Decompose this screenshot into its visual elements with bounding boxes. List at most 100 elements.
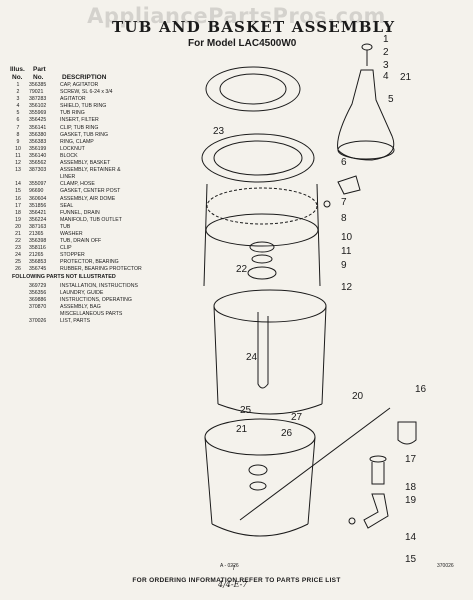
description: CAP, AGITATOR — [60, 82, 99, 88]
part-no: 355097 — [29, 181, 47, 188]
parts-row: LINER — [7, 174, 192, 181]
part-no: 356853 — [29, 259, 47, 266]
header-illus-no-label: No. — [12, 74, 23, 81]
callout-21: 21 — [400, 72, 412, 83]
drawing-code: A - 0226 — [220, 563, 239, 569]
corner-code: 370026 — [437, 563, 454, 569]
callout-17: 17 — [405, 454, 417, 465]
illus-no: 24 — [15, 252, 21, 259]
callout-16: 16 — [415, 384, 427, 395]
callout-24: 24 — [246, 352, 258, 363]
part-no: 387283 — [29, 96, 47, 103]
tub-side-shape — [204, 436, 316, 525]
clamp-ring-shape — [247, 266, 277, 280]
callout-18: 18 — [405, 482, 417, 493]
part-no: 356140 — [29, 152, 47, 159]
not-illustrated-heading: FOLLOWING PARTS NOT ILLUSTRATED — [12, 274, 116, 280]
illus-no: 15 — [15, 188, 21, 195]
illus-no: 25 — [15, 259, 21, 266]
tub-ring-clip-shape — [323, 200, 331, 208]
page-number: 7 — [232, 566, 236, 572]
part-no: 387303 — [29, 167, 47, 174]
description: ASSEMBLY, RETAINER & — [60, 167, 121, 174]
illus-no: 22 — [15, 238, 21, 245]
callout-25: 25 — [240, 405, 252, 416]
description: STOPPER — [60, 252, 85, 259]
bearing-protector-shape — [249, 481, 267, 491]
part-no: 355969 — [29, 110, 47, 117]
description: GASKET, CENTER POST — [60, 188, 121, 195]
part-no: 358116 — [29, 245, 46, 252]
illus-no: 10 — [15, 145, 21, 152]
description: TUB — [60, 223, 71, 230]
gasket-shape — [206, 187, 318, 225]
callout-22: 22 — [236, 264, 248, 275]
tub-bottom-shape — [211, 523, 309, 537]
part-no: 356356 — [29, 290, 47, 297]
header-description: DESCRIPTION — [62, 74, 106, 81]
agitator-base-shape — [337, 140, 395, 160]
illus-no: 5 — [16, 110, 20, 117]
part-no: 387163 — [29, 223, 47, 230]
callout-21: 21 — [236, 424, 248, 435]
illus-no: 6 — [16, 117, 20, 124]
part-no: 356398 — [29, 238, 47, 245]
ordering-footer: FOR ORDERING INFORMATION REFER TO PARTS … — [132, 577, 341, 584]
illus-no: 12 — [15, 160, 21, 167]
callout-4: 4 — [383, 71, 389, 82]
description: GASKET, TUB RING — [60, 131, 109, 138]
callout-23: 23 — [213, 126, 225, 137]
part-no: 356383 — [29, 138, 47, 145]
liner-ring-shape — [205, 213, 319, 247]
description: RUBBER, BEARING PROTECTOR — [60, 266, 142, 273]
parts-row: MISCELLANEOUS PARTS — [7, 311, 192, 318]
tub-ring-inner-shape — [219, 73, 287, 105]
handwritten-note: 4/4-E-7 — [218, 580, 248, 589]
header-part-no: No. — [33, 74, 43, 81]
part-no: 356141 — [29, 124, 47, 131]
description: ASSEMBLY, AIR DOME — [60, 195, 116, 202]
part-no: 356562 — [29, 160, 47, 167]
callout-12: 12 — [341, 282, 353, 293]
callout-2: 2 — [383, 47, 389, 58]
tub-ring-shape — [201, 133, 315, 183]
header-part-label: Part — [33, 66, 46, 73]
callout-9: 9 — [341, 260, 347, 271]
illus-no: 2 — [16, 89, 20, 96]
agitator-shape — [337, 69, 395, 161]
part-no: 356102 — [29, 103, 47, 110]
callout-15: 15 — [405, 554, 417, 565]
illus-no: 1 — [16, 82, 20, 88]
stopper-shape — [257, 312, 269, 389]
illus-no: 19 — [15, 216, 21, 223]
callout-1: 1 — [383, 34, 389, 45]
illus-no: 17 — [15, 202, 21, 209]
part-no: 356745 — [29, 266, 47, 273]
description: SCREW, SL 6-24 x 3/4 — [60, 89, 113, 96]
description: CLIP — [60, 245, 72, 252]
description: BLOCK — [60, 152, 78, 159]
description: MISCELLANEOUS PARTS — [60, 311, 123, 318]
description: CLIP, TUB RING — [60, 124, 99, 131]
part-no: 356385 — [29, 82, 47, 88]
callout-6: 6 — [341, 157, 347, 168]
description: TUB RING — [60, 110, 85, 117]
description: PROTECTOR, BEARING — [60, 259, 119, 266]
